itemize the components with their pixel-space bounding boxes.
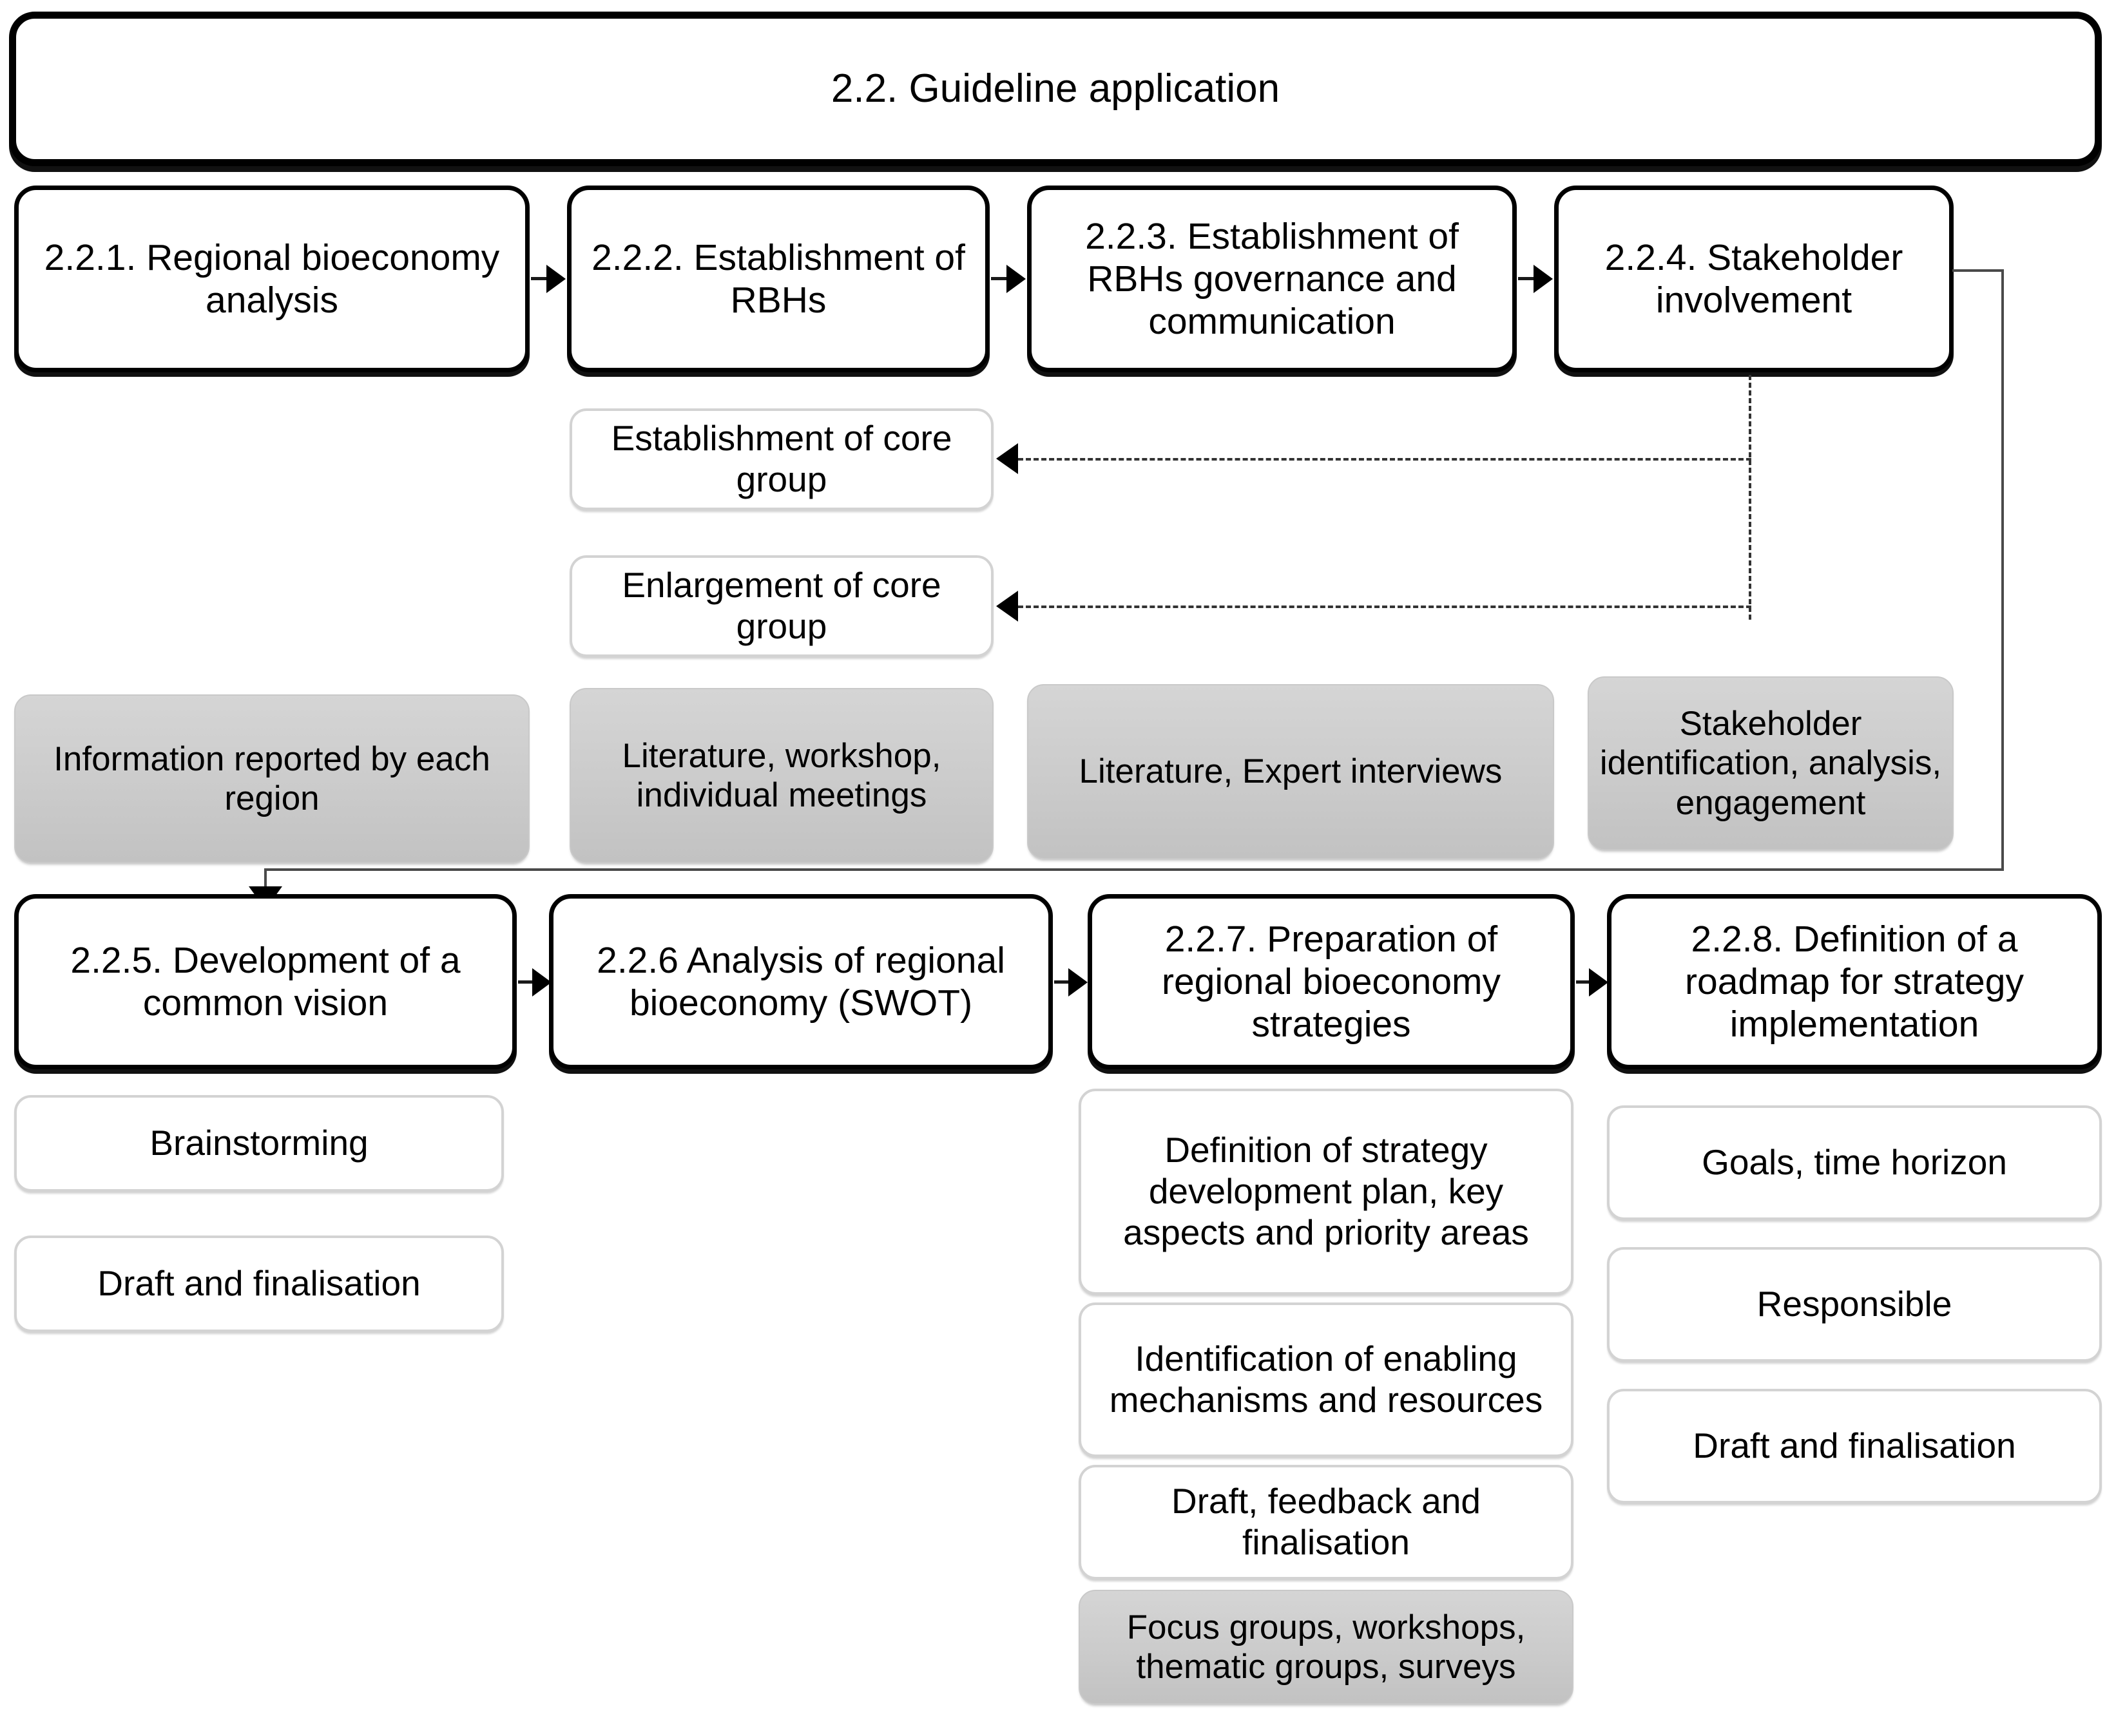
sub-box-brainstorming[interactable]: Brainstorming	[14, 1095, 504, 1192]
arrowhead-2-2-6-to-2-2-7	[1068, 968, 1088, 997]
sub-box-identification-enabling-mechanisms[interactable]: Identification of enabling mechanisms an…	[1079, 1302, 1573, 1457]
wrap-connector-vertical-right	[2001, 269, 2004, 871]
method-box-focus-groups-workshops: Focus groups, workshops, thematic groups…	[1079, 1590, 1573, 1704]
sub-box-enlargement-core-group[interactable]: Enlargement of core group	[570, 555, 994, 657]
wrap-connector-top	[1952, 269, 2004, 272]
feedback-line-to-enlargement	[1018, 606, 1751, 608]
method-box-information-reported: Information reported by each region	[14, 694, 530, 863]
connector-2-2-1-to-2-2-2	[531, 277, 549, 280]
feedback-line-vertical	[1749, 375, 1751, 620]
connector-2-2-2-to-2-2-3	[991, 277, 1009, 280]
arrowhead-feedback-enlargement	[996, 591, 1018, 622]
wrap-connector-bottom	[264, 868, 2004, 871]
step-box-2-2-3[interactable]: 2.2.3. Establishment of RBHs governance …	[1027, 186, 1517, 372]
sub-box-definition-strategy-plan[interactable]: Definition of strategy development plan,…	[1079, 1089, 1573, 1295]
arrowhead-2-2-3-to-2-2-4	[1534, 265, 1553, 293]
sub-box-goals-time-horizon[interactable]: Goals, time horizon	[1607, 1105, 2102, 1220]
title-banner: 2.2. Guideline application	[9, 12, 2102, 166]
sub-box-draft-feedback-finalisation[interactable]: Draft, feedback and finalisation	[1079, 1465, 1573, 1579]
step-box-2-2-2[interactable]: 2.2.2. Establishment of RBHs	[567, 186, 990, 372]
step-box-2-2-6[interactable]: 2.2.6 Analysis of regional bioeconomy (S…	[549, 894, 1053, 1069]
arrowhead-2-2-7-to-2-2-8	[1589, 968, 1608, 997]
step-box-2-2-7[interactable]: 2.2.7. Preparation of regional bioeconom…	[1088, 894, 1575, 1069]
connector-2-2-6-to-2-2-7	[1054, 980, 1071, 984]
method-box-literature-expert-interviews: Literature, Expert interviews	[1027, 684, 1554, 859]
arrowhead-2-2-1-to-2-2-2	[546, 265, 566, 293]
step-box-2-2-5[interactable]: 2.2.5. Development of a common vision	[14, 894, 517, 1069]
method-box-stakeholder-identification: Stakeholder identification, analysis, en…	[1588, 676, 1954, 850]
arrowhead-2-2-5-to-2-2-6	[532, 968, 552, 997]
step-box-2-2-8[interactable]: 2.2.8. Definition of a roadmap for strat…	[1607, 894, 2102, 1069]
wrap-connector-vertical-left	[264, 868, 267, 895]
sub-box-draft-finalisation-vision[interactable]: Draft and finalisation	[14, 1235, 504, 1332]
sub-box-draft-finalisation-roadmap[interactable]: Draft and finalisation	[1607, 1389, 2102, 1503]
connector-2-2-7-to-2-2-8	[1576, 980, 1593, 984]
step-box-2-2-1[interactable]: 2.2.1. Regional bioeconomy analysis	[14, 186, 530, 372]
sub-box-responsible[interactable]: Responsible	[1607, 1247, 2102, 1362]
arrowhead-2-2-2-to-2-2-3	[1006, 265, 1026, 293]
connector-2-2-5-to-2-2-6	[518, 980, 535, 984]
arrowhead-feedback-core-group	[996, 443, 1018, 474]
connector-2-2-3-to-2-2-4	[1518, 277, 1536, 280]
method-box-literature-workshop: Literature, workshop, individual meeting…	[570, 688, 994, 863]
sub-box-establishment-core-group[interactable]: Establishment of core group	[570, 408, 994, 510]
step-box-2-2-4[interactable]: 2.2.4. Stakeholder involvement	[1554, 186, 1954, 372]
feedback-line-to-core-group	[1018, 458, 1751, 461]
